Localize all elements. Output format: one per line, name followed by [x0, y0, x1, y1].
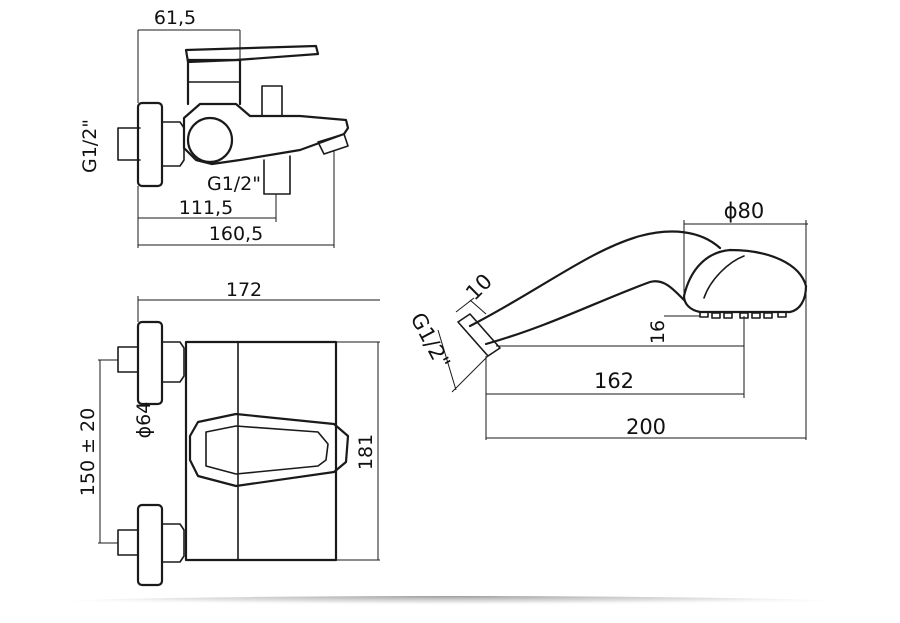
hand-shower: ϕ80 10 G1/2" 16 162 200: [406, 199, 808, 440]
shower-nut: [457, 313, 501, 357]
dim-shower-total: 200: [626, 415, 666, 439]
side-spout-outlet: [317, 133, 349, 155]
front-escutcheon-top: [136, 320, 164, 406]
front-view: 172 181 150 ± 20 ϕ64: [77, 279, 380, 587]
side-body-round: [186, 116, 234, 164]
dim-front-diameter: ϕ64: [133, 402, 155, 439]
side-outlet-stub: [263, 155, 291, 195]
dim-side-total: 160,5: [209, 223, 263, 245]
dim-shower-inner: 162: [594, 369, 634, 393]
front-escutcheon-bottom: [136, 503, 164, 587]
thread-side-outlet: G1/2": [207, 173, 261, 195]
side-lever: [184, 44, 320, 64]
side-view: 61,5 G1/2" G1/2" 111,5 160,5: [79, 7, 350, 248]
side-diverter-knob: [261, 85, 283, 117]
dim-front-center: 150 ± 20: [77, 408, 99, 496]
dim-front-width: 172: [226, 279, 262, 301]
thread-side-inlet: G1/2": [79, 119, 101, 173]
dim-shower-head: ϕ80: [724, 199, 765, 223]
front-lever: [188, 412, 350, 488]
shower-handle-top: [468, 230, 722, 328]
side-nut: [161, 121, 185, 167]
side-inlet-pipe: [117, 127, 141, 161]
dim-shower-offset: 16: [647, 320, 669, 344]
front-body: [184, 340, 338, 562]
dim-front-height: 181: [355, 434, 377, 470]
dim-shower-nut: 10: [461, 269, 497, 305]
shower-head: [682, 248, 808, 314]
bottom-shadow: [30, 596, 870, 612]
side-body: [182, 102, 350, 166]
dim-side-top: 61,5: [154, 7, 196, 29]
shower-handle-bottom: [484, 280, 686, 346]
thread-shower: G1/2": [406, 309, 455, 373]
side-escutcheon: [136, 101, 164, 188]
dim-side-outlet: 111,5: [179, 197, 233, 219]
